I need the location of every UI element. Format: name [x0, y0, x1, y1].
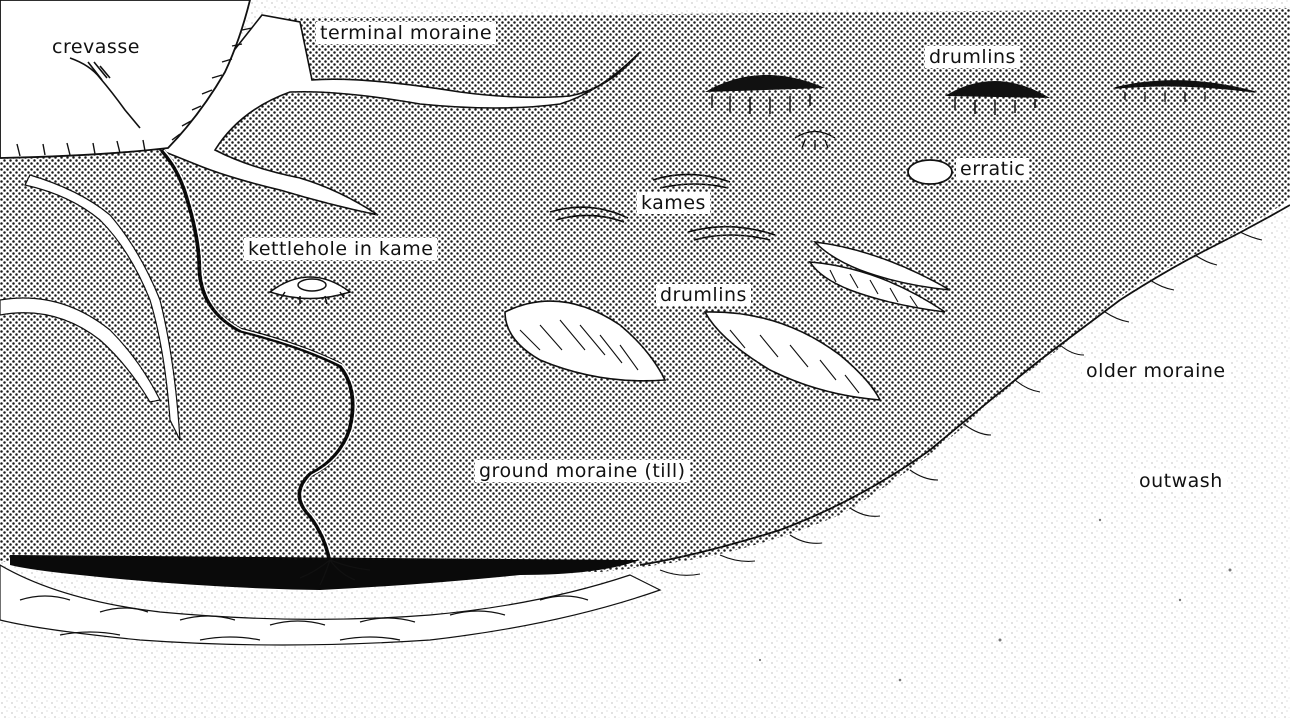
- label-older-moraine: older moraine: [1082, 360, 1230, 382]
- label-drumlins-mid: drumlins: [656, 284, 751, 306]
- label-crevasse: crevasse: [48, 36, 144, 58]
- label-outwash: outwash: [1135, 470, 1227, 492]
- label-erratic: erratic: [956, 158, 1029, 180]
- erratic-boulder: [908, 160, 952, 184]
- label-drumlins-top: drumlins: [925, 46, 1020, 68]
- label-terminal-moraine: terminal moraine: [316, 22, 496, 44]
- label-kames: kames: [637, 192, 710, 214]
- label-kettlehole: kettlehole in kame: [244, 238, 437, 260]
- label-ground-moraine: ground moraine (till): [475, 460, 690, 482]
